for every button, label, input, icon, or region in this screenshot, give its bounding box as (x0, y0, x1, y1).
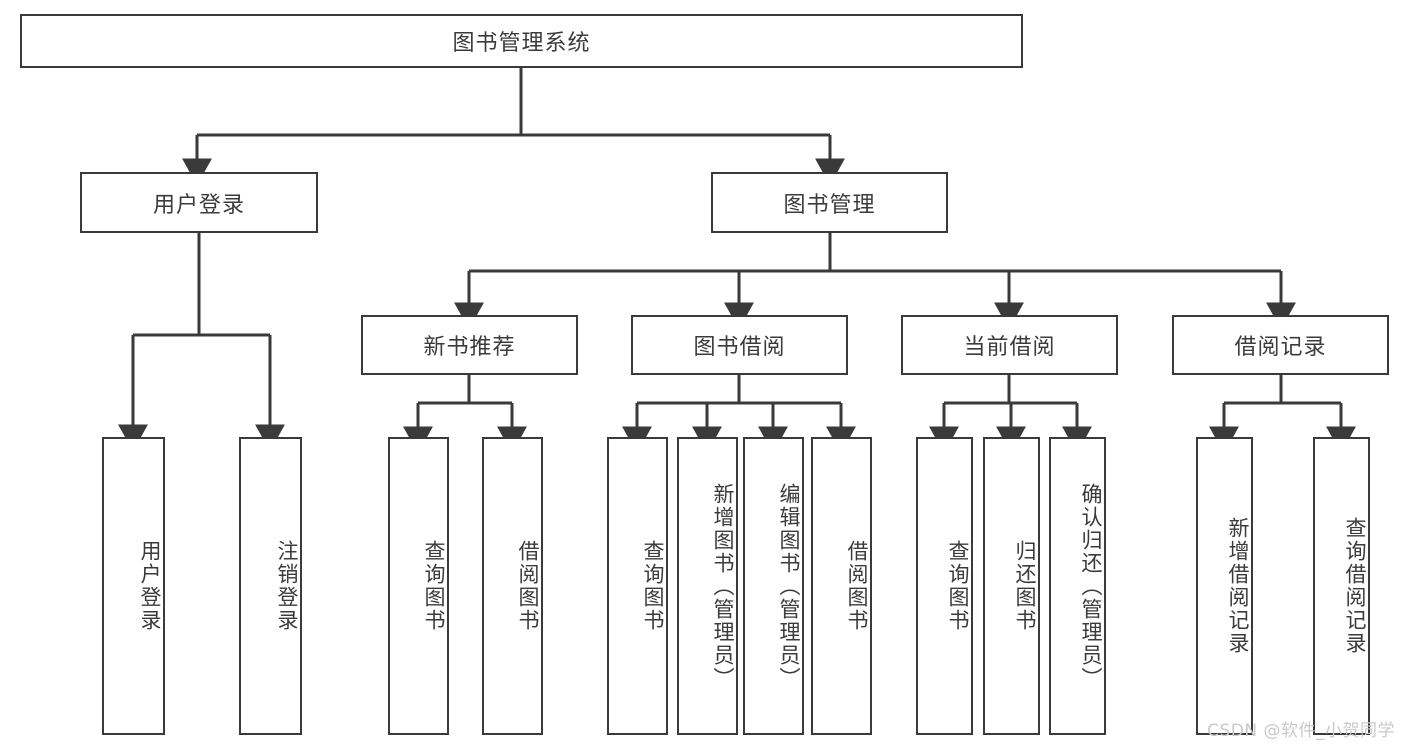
node-book-management-label: 图书管理 (783, 192, 876, 218)
leaf-borrow-book-1-label: 借阅图书 (516, 540, 540, 632)
leaf-query-book-3[interactable]: 查询图书 (916, 437, 973, 735)
leaf-confirm-return-admin-label: 确认归还（管理员） (1079, 482, 1103, 690)
leaf-query-book-1[interactable]: 查询图书 (388, 437, 449, 735)
leaf-return-book-label: 归还图书 (1013, 540, 1037, 632)
leaf-confirm-return-admin[interactable]: 确认归还（管理员） (1049, 437, 1106, 735)
leaf-add-book-admin-label: 新增图书（管理员） (711, 482, 735, 690)
node-new-book-recommend[interactable]: 新书推荐 (361, 315, 578, 375)
leaf-add-book-admin[interactable]: 新增图书（管理员） (677, 437, 738, 735)
leaf-edit-book-admin-label: 编辑图书（管理员） (777, 482, 801, 690)
watermark: CSDN @软件_小贺同学 (1207, 721, 1395, 741)
leaf-borrow-book-1[interactable]: 借阅图书 (482, 437, 543, 735)
leaf-query-book-3-label: 查询图书 (946, 540, 970, 632)
leaf-add-borrow-record[interactable]: 新增借阅记录 (1196, 437, 1253, 735)
leaf-user-login[interactable]: 用户登录 (102, 437, 165, 735)
leaf-query-book-2[interactable]: 查询图书 (607, 437, 668, 735)
leaf-borrow-book-2[interactable]: 借阅图书 (811, 437, 872, 735)
leaf-borrow-book-2-label: 借阅图书 (845, 540, 869, 632)
node-user-login-label: 用户登录 (152, 192, 245, 218)
node-book-management[interactable]: 图书管理 (711, 172, 948, 233)
node-user-login[interactable]: 用户登录 (80, 172, 318, 233)
node-new-book-recommend-label: 新书推荐 (423, 335, 516, 360)
leaf-add-borrow-record-label: 新增借阅记录 (1226, 517, 1250, 655)
node-borrow-record[interactable]: 借阅记录 (1172, 315, 1389, 375)
leaf-query-borrow-record[interactable]: 查询借阅记录 (1313, 437, 1370, 735)
node-current-borrow-label: 当前借阅 (963, 335, 1056, 360)
leaf-query-book-2-label: 查询图书 (641, 540, 665, 632)
leaf-query-borrow-record-label: 查询借阅记录 (1343, 517, 1367, 655)
node-book-borrow[interactable]: 图书借阅 (631, 315, 848, 375)
node-borrow-record-label: 借阅记录 (1234, 335, 1327, 360)
node-root-label: 图书管理系统 (452, 31, 591, 56)
leaf-edit-book-admin[interactable]: 编辑图书（管理员） (743, 437, 804, 735)
leaf-user-login-label: 用户登录 (138, 540, 162, 632)
leaf-query-book-1-label: 查询图书 (422, 540, 446, 632)
node-current-borrow[interactable]: 当前借阅 (901, 315, 1118, 375)
node-root[interactable]: 图书管理系统 (20, 14, 1023, 68)
node-book-borrow-label: 图书借阅 (693, 335, 786, 360)
leaf-return-book[interactable]: 归还图书 (983, 437, 1040, 735)
leaf-user-logout[interactable]: 注销登录 (239, 437, 302, 735)
leaf-user-logout-label: 注销登录 (275, 540, 299, 632)
